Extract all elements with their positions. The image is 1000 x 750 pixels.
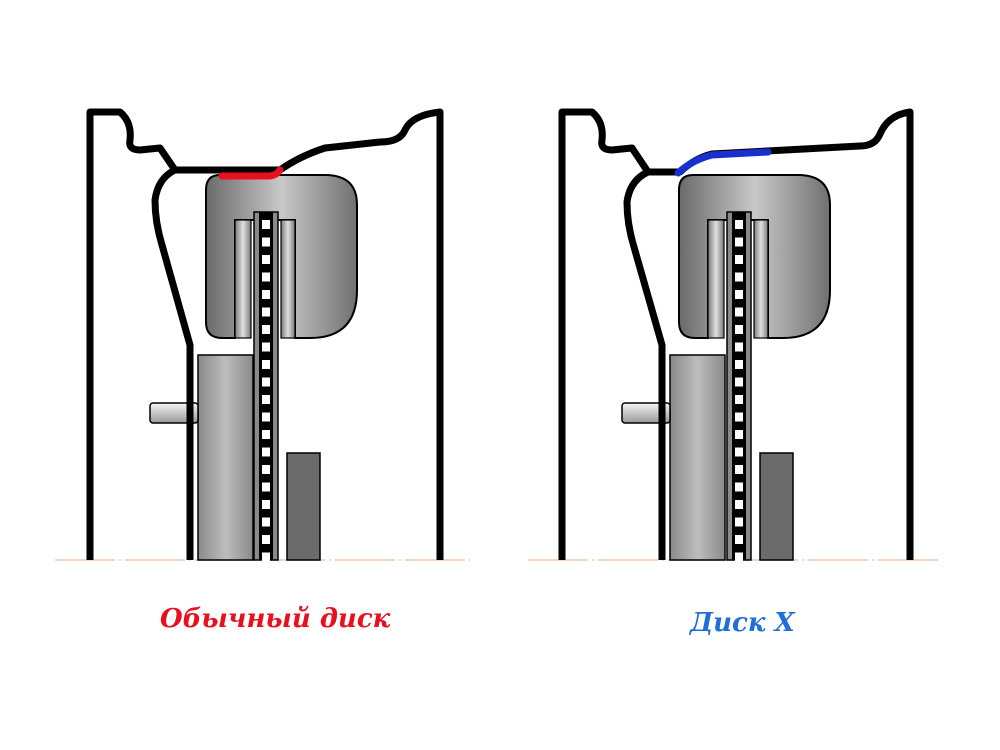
brake-pad-outer [753,219,769,339]
disc-vent-slot [735,290,743,299]
disc-vent-slot [735,395,743,404]
disc-vent-slot [262,272,270,282]
disc-vent-slot [262,377,270,387]
disc-vent-slot [262,535,270,544]
wheel-hub [197,354,254,561]
disc-vent-slot [735,430,743,439]
disc-vent-slot [262,237,270,247]
brake-pad-inner [707,219,725,339]
disc-vent-slot [262,342,270,352]
disc-vent-slot [262,412,270,422]
disc-vent-slot [262,465,270,474]
disc-vent-slot [735,255,743,264]
disc-vent-slot [735,272,743,282]
disc-vent-slot [735,552,743,562]
wheel-rim-profile-outer [175,108,444,560]
rim-clearance-highlight [674,148,772,177]
caption-regular-disc: Обычный диск [160,604,391,634]
disc-vent-slot [262,255,270,264]
wheel-rim-profile [86,108,194,560]
disc-vent-slot [262,290,270,299]
disc-vent-slot [735,412,743,422]
wheel-stud [149,402,199,424]
wheel-rim-profile [558,108,666,560]
disc-vent-slot [735,535,743,544]
panel-regular-wheel [55,108,470,562]
disc-vent-slot [262,220,270,229]
disc-vent-slot [735,447,743,457]
disc-vent-slot [262,500,270,509]
brake-disc [253,211,279,562]
disc-vent-slot [735,325,743,334]
disc-vent-slot [735,482,743,492]
disc-vent-slot [262,325,270,334]
disc-vent-slot [735,237,743,247]
steering-knuckle [286,452,321,561]
brake-pad-inner [234,219,252,339]
disc-vent-slot [262,307,270,317]
caption-disk-x: Диск X [690,608,795,638]
disc-vent-slot [735,307,743,317]
disc-vent-slot [735,465,743,474]
disc-vent-slot [262,482,270,492]
disc-vent-slot [735,500,743,509]
panel-disk-x-wheel [528,108,940,562]
disc-vent-slot [262,395,270,404]
wheel-hub [669,354,726,561]
disc-vent-slot [262,552,270,562]
disc-vent-slot [262,447,270,457]
rim-clearance-highlight [218,166,284,180]
steering-knuckle [759,452,794,561]
disc-vent-slot [262,517,270,527]
disc-vent-slot [735,377,743,387]
wheel-stud [621,402,671,424]
brake-disc [726,211,752,562]
disc-vent-slot [735,360,743,369]
brake-pad-outer [280,219,296,339]
disc-vent-slot [735,517,743,527]
disc-vent-slot [262,360,270,369]
disc-vent-slot [735,220,743,229]
disc-vent-slot [262,430,270,439]
disc-vent-slot [735,342,743,352]
